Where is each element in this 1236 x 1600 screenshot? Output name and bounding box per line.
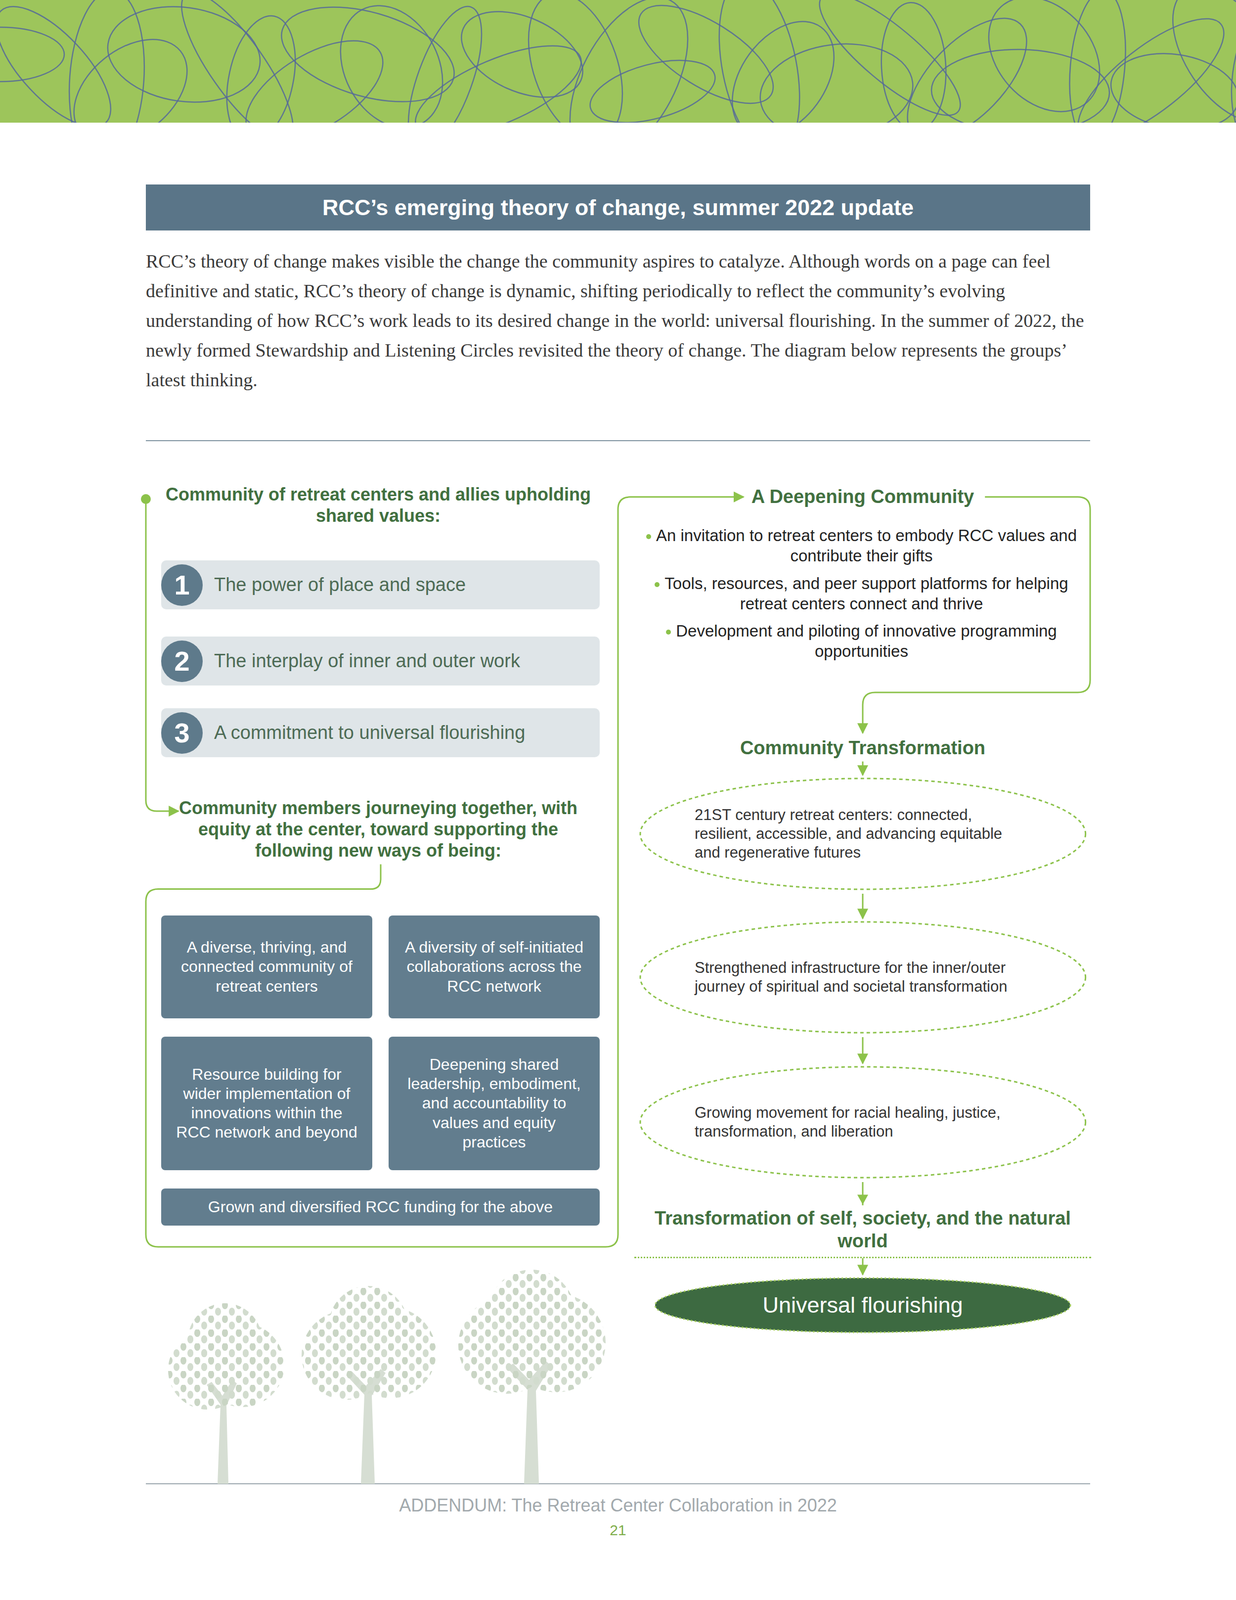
band-loop [403, 27, 593, 123]
section-heading: A Deepening Community [751, 485, 974, 509]
value-box: The interplay of inner and outer work 2 [161, 636, 600, 686]
node-text: A commitment to universal flourishing [214, 721, 526, 745]
edge-label: Transformation of self, society, and the… [634, 1204, 1092, 1258]
value-box: The power of place and space 1 [161, 560, 600, 610]
flow-connector [861, 893, 864, 919]
node-text: Resource building for wider implementati… [172, 1064, 362, 1142]
ellipse-outline [640, 778, 1086, 889]
band-loop [1105, 44, 1236, 123]
band-loop [878, 0, 949, 123]
node-text: The power of place and space [214, 573, 466, 597]
band-loop [706, 0, 813, 123]
bullet-dot [665, 629, 671, 635]
tree-canopy [187, 1302, 263, 1377]
outcome-ellipse-shape [638, 1064, 1088, 1179]
bullet-text: Tools, resources, and peer support platf… [664, 573, 1068, 613]
footer-text: ADDENDUM: The Retreat Center Collaborati… [145, 1494, 1091, 1516]
band-loop [1215, 0, 1236, 123]
band-loop [623, 0, 789, 123]
flow-connector [861, 1036, 864, 1063]
practice-box: Deepening shared leadership, embodiment,… [388, 1036, 600, 1170]
practice-box: A diverse, thriving, and connected commu… [161, 915, 373, 1018]
node-text: Strengthened infrastructure for the inne… [694, 958, 1031, 996]
ellipse-outline [640, 921, 1086, 1033]
band-loop [1060, 0, 1236, 123]
node-text: Universal flourishing [762, 1291, 963, 1319]
band-loop [320, 0, 463, 123]
band-loop [583, 48, 722, 123]
band-loop [754, 35, 919, 123]
band-loop [545, 0, 713, 123]
node-text: Grown and diversified RCC funding for th… [208, 1196, 553, 1217]
bullet-item: Development and piloting of innovative p… [632, 620, 1091, 662]
tree-canopy [487, 1269, 575, 1357]
rule [145, 440, 1091, 442]
tree-canopy [328, 1285, 408, 1365]
outcome-ellipse: 21ST century retreat centers: connected,… [638, 776, 1088, 891]
band-loop [0, 0, 130, 123]
band-loop [930, 47, 1111, 123]
page-number: 21 [145, 1520, 1091, 1539]
section-heading: Community of retreat centers and allies … [155, 483, 601, 527]
band-loop [164, 0, 311, 123]
title-text: RCC’s emerging theory of change, summer … [322, 194, 914, 221]
flow-arrowhead [857, 1193, 869, 1204]
bullet-text: Development and piloting of innovative p… [675, 621, 1057, 661]
number-circle: 2 [161, 640, 203, 682]
practice-box: Resource building for wider implementati… [161, 1036, 373, 1170]
band-loop [270, 0, 466, 120]
band-loop [1150, 0, 1236, 123]
intro-paragraph: RCC’s theory of change makes visible the… [145, 246, 1091, 395]
bullet-item: An invitation to retreat centers to embo… [632, 525, 1091, 567]
node-text: A diverse, thriving, and connected commu… [172, 937, 362, 996]
band-loops [0, 0, 1236, 123]
node-text: 2 [174, 644, 190, 678]
practice-box: Grown and diversified RCC funding for th… [161, 1188, 600, 1226]
node-text: 1 [174, 568, 190, 602]
band-loop [448, 0, 597, 115]
outcome-ellipse-shape [638, 920, 1088, 1034]
section-heading: Community members journeying together, w… [165, 796, 591, 862]
bullet-dot [646, 533, 652, 539]
footer-rule [145, 1482, 1091, 1484]
bullet-text: An invitation to retreat centers to embo… [656, 526, 1077, 565]
number-circle: 3 [161, 711, 203, 754]
band-loop [101, 0, 266, 112]
band-loop [53, 18, 207, 123]
bullet-dot [654, 581, 660, 587]
node-text: A diversity of self-initiated collaborat… [399, 937, 589, 996]
goal-ellipse: Universal flourishing [653, 1276, 1072, 1334]
title-band: RCC’s emerging theory of change, summer … [145, 184, 1091, 231]
band-loop [393, 0, 497, 123]
band-loop [63, 0, 151, 123]
bullet-item: Tools, resources, and peer support platf… [632, 573, 1091, 615]
node-text: 3 [174, 715, 190, 750]
tree-illustration [168, 1269, 606, 1484]
node-text: Growing movement for racial healing, jus… [694, 1103, 1031, 1141]
leader-arrow [862, 761, 864, 775]
outcome-ellipse: Growing movement for racial healing, jus… [638, 1064, 1088, 1179]
band-loop [966, 0, 1122, 123]
band-loop [510, 0, 641, 123]
node-text: 21ST century retreat centers: connected,… [694, 805, 1031, 862]
section-heading: Community Transformation [740, 736, 986, 760]
band-loop [804, 0, 976, 123]
node-text: The interplay of inner and outer work [214, 649, 521, 673]
band-loop [0, 27, 65, 82]
band-loop [216, 9, 306, 123]
number-circle: 1 [161, 564, 203, 606]
value-box: A commitment to universal flourishing 3 [161, 707, 600, 757]
band-loop [886, 0, 1047, 123]
outcome-ellipse: Strengthened infrastructure for the inne… [638, 920, 1088, 1034]
ellipse-outline [640, 1066, 1086, 1178]
band-loop [229, 20, 400, 123]
node-text: Deepening shared leadership, embodiment,… [399, 1054, 589, 1151]
ellipse-outline [655, 1277, 1071, 1332]
practice-box: A diversity of self-initiated collaborat… [388, 915, 600, 1018]
